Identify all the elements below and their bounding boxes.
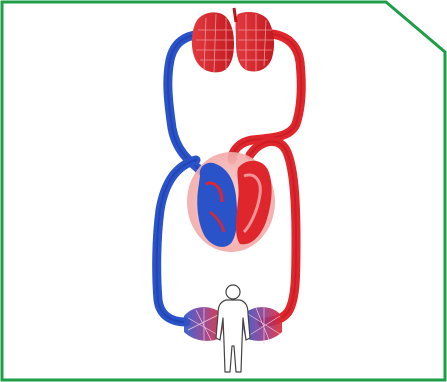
right-lung: [236, 12, 275, 72]
heart: [187, 152, 275, 252]
left-lung: [192, 12, 234, 72]
lung-capillary-bed: [192, 8, 274, 72]
human-figure: [216, 285, 250, 372]
